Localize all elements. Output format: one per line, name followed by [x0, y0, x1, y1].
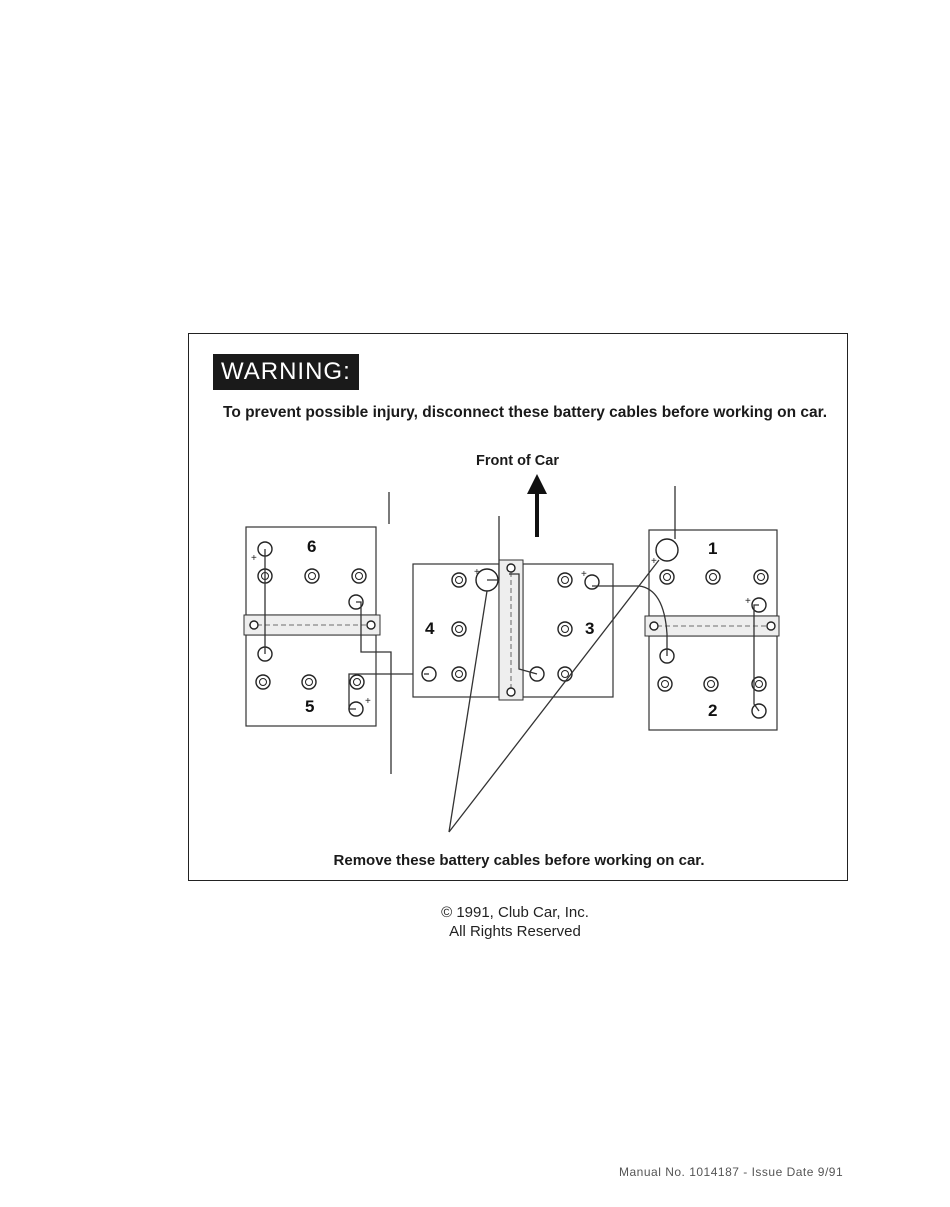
battery-label-1: 1 [708, 539, 717, 558]
battery-label-2: 2 [708, 701, 717, 720]
manual-number: Manual No. 1014187 - Issue Date 9/91 [619, 1165, 844, 1179]
rights-line: All Rights Reserved [449, 923, 581, 940]
terminal [255, 674, 271, 690]
plus-sign: + [474, 567, 480, 578]
warning-badge: WARNING: [213, 354, 359, 390]
battery-pack-right: + + [592, 486, 780, 731]
battery-label-6: 6 [307, 537, 316, 556]
terminal [751, 676, 767, 692]
terminal [349, 674, 365, 690]
copyright-block: © 1991, Club Car, Inc. All Rights Reserv… [0, 903, 950, 941]
terminal [705, 569, 721, 585]
terminal [557, 572, 573, 588]
warning-panel: WARNING: To prevent possible injury, dis… [188, 333, 848, 881]
terminal [584, 574, 600, 590]
plus-sign: + [365, 696, 371, 707]
plus-sign: + [745, 596, 751, 607]
battery-label-3: 3 [585, 619, 594, 638]
terminal [557, 621, 573, 637]
warning-instruction: To prevent possible injury, disconnect t… [223, 404, 828, 421]
battery-pack-left: + + [243, 492, 424, 774]
plus-sign: + [251, 553, 257, 564]
terminal [655, 538, 679, 562]
removal-pointer-lines [448, 559, 660, 833]
remove-cables-note: Remove these battery cables before worki… [333, 852, 705, 869]
terminal [451, 666, 467, 682]
plus-sign: + [651, 556, 657, 567]
terminal [557, 666, 573, 682]
battery-label-5: 5 [305, 697, 314, 716]
terminal [659, 569, 675, 585]
terminal [753, 569, 769, 585]
terminal [703, 676, 719, 692]
terminal [351, 568, 367, 584]
battery-label-4: 4 [425, 619, 435, 638]
terminal [301, 674, 317, 690]
battery-pack-center: + + [412, 516, 614, 701]
plus-sign: + [581, 569, 587, 580]
terminal [451, 572, 467, 588]
copyright-line: © 1991, Club Car, Inc. [441, 904, 589, 921]
terminal [657, 676, 673, 692]
front-arrow [527, 474, 547, 537]
hold-down-strap-right [644, 615, 780, 637]
terminal [451, 621, 467, 637]
battery-diagram: + + [243, 474, 780, 833]
front-of-car-label: Front of Car [476, 453, 559, 469]
hold-down-strap-left [243, 614, 381, 636]
terminal [304, 568, 320, 584]
